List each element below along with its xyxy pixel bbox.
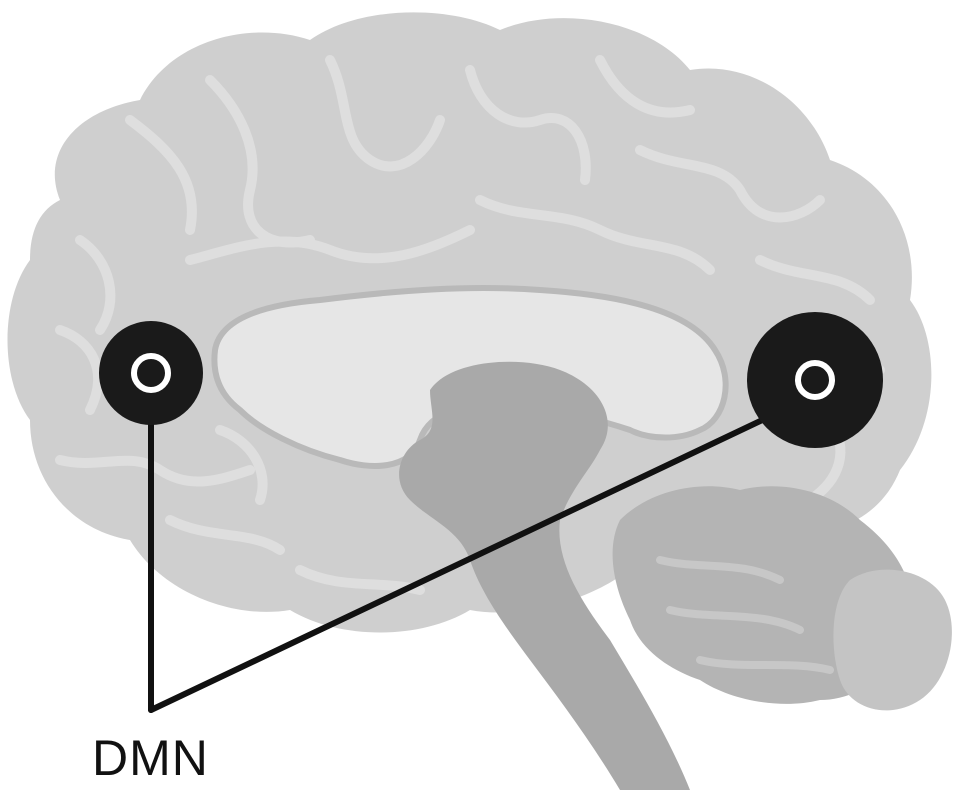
dmn-label: DMN <box>92 730 209 786</box>
anterior-hub-node <box>99 321 203 425</box>
node-circle-icon <box>131 353 171 393</box>
brainstem <box>399 361 690 790</box>
occipital-lobe <box>833 569 952 711</box>
cerebellum-folds <box>656 556 834 674</box>
posterior-hub-node <box>747 312 883 448</box>
dmn-connector-lines <box>148 392 818 713</box>
posterior-connector <box>148 392 818 713</box>
node-circle-icon <box>795 360 835 400</box>
